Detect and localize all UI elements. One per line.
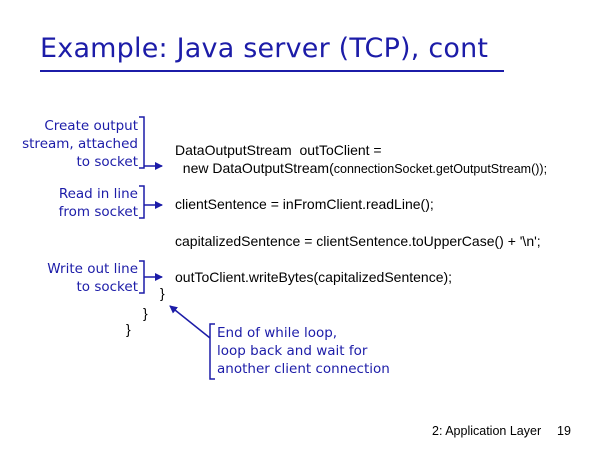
note-line: another client connection (217, 361, 390, 377)
closing-brace: } (160, 285, 165, 301)
bracket-create-output (139, 116, 145, 169)
code-text-small: connectionSocket.getOutputStream()); (333, 162, 548, 176)
note-line: to socket (76, 154, 139, 170)
title-underline (40, 70, 504, 72)
note-line: Create output (44, 118, 138, 134)
note-line: Write out line (47, 261, 138, 277)
code-line-capitalize: capitalizedSentence = clientSentence.toU… (175, 233, 541, 249)
slide-title: Example: Java server (TCP), cont (40, 33, 489, 64)
arrow-end-loop (169, 305, 211, 339)
closing-brace: } (126, 321, 131, 337)
closing-brace: } (143, 305, 148, 321)
footer-page-number: 19 (557, 424, 571, 438)
note-line: stream, attached (22, 136, 138, 152)
code-line-new-output-stream: new DataOutputStream(connectionSocket.ge… (175, 160, 547, 178)
note-line: from socket (58, 204, 138, 220)
code-line-read-line: clientSentence = inFromClient.readLine()… (175, 196, 434, 212)
bracket-write-line (139, 260, 145, 294)
note-create-output: Create output stream, attached to socket (22, 117, 138, 171)
code-line-output-stream: DataOutputStream outToClient = (175, 142, 382, 158)
footer-section: 2: Application Layer (432, 424, 542, 438)
code-line-write-bytes: outToClient.writeBytes(capitalizedSenten… (175, 269, 453, 285)
code-text: new DataOutputStream( (175, 160, 334, 176)
note-read-line: Read in line from socket (59, 185, 138, 221)
note-write-line: Write out line to socket (47, 260, 138, 296)
bracket-read-line (139, 185, 145, 219)
note-line: to socket (76, 279, 139, 295)
note-end-loop: End of while loop, loop back and wait fo… (217, 324, 390, 378)
bracket-end-loop (209, 323, 215, 380)
note-line: loop back and wait for (217, 343, 368, 359)
note-line: Read in line (58, 186, 138, 202)
note-line: End of while loop, (217, 325, 338, 341)
